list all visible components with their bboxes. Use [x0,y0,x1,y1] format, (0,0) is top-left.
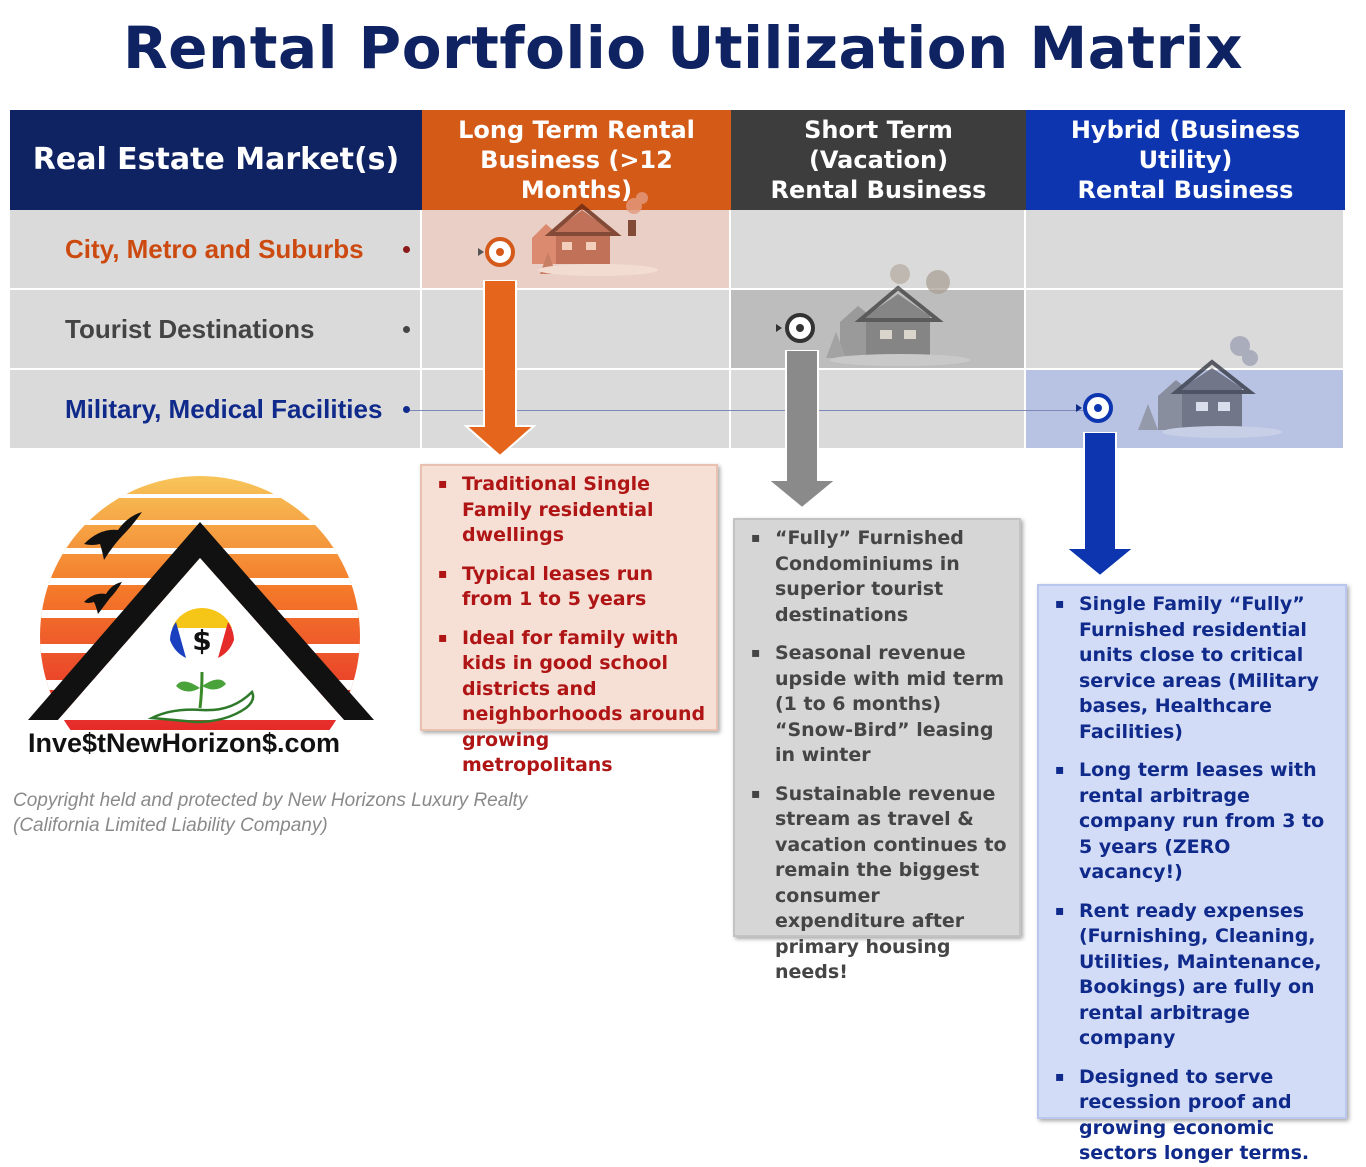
bullet-icon: ▪ [751,645,761,661]
bullet-icon: ▪ [438,476,448,492]
list-item: ▪Typical leases run from 1 to 5 years [438,562,654,611]
header-long-term-line2: Business (>12 Months) [480,146,673,204]
bullet-icon: ▪ [438,629,448,646]
house-icon-long-term [478,192,658,276]
copyright-line2: (California Limited Liability Company) [13,815,328,836]
list-item: ▪Seasonal revenue upside with mid term (… [751,642,1005,766]
list-item: ▪“Fully” Furnished Condominiums in super… [751,527,964,626]
bullet-icon: ▪ [1055,762,1065,778]
row-military-medical-label: Military, Medical Facilities [65,393,383,424]
house-icon-hybrid [1076,336,1282,438]
header-long-term-line1: Long Term Rental [458,116,695,144]
header-market-label: Real Estate Market(s) [32,142,400,177]
bullet-icon: ▪ [751,785,761,802]
header-long-term: Long Term Rental Business (>12 Months) [422,110,731,210]
connector-line [410,410,1085,411]
copyright-notice: Copyright held and protected by New Hori… [13,788,613,838]
logo-website-text: Inve$tNewHorizon$.com [28,728,341,758]
cell-city-short-term [731,210,1026,290]
row-tourist-label: Tourist Destinations [65,313,315,344]
list-item: ▪Designed to serve recession proof and g… [1055,1065,1310,1165]
row-dot [403,406,410,413]
row-city-metro: City, Metro and Suburbs [10,210,422,290]
header-market: Real Estate Market(s) [10,110,422,210]
row-dot [403,326,410,333]
bullet-icon: ▪ [1055,596,1065,612]
cell-tourist-hybrid [1026,290,1345,370]
list-item: ▪Ideal for family with kids in good scho… [438,626,706,777]
page-title: Rental Portfolio Utilization Matrix [122,14,1244,82]
bullet-icon: ▪ [1055,902,1065,919]
bullet-icon: ▪ [1055,1068,1065,1085]
row-military-medical: Military, Medical Facilities [10,370,422,450]
copyright-line1: Copyright held and protected by New Hori… [13,790,528,811]
bullet-icon: ▪ [438,565,448,582]
row-tourist: Tourist Destinations [10,290,422,370]
cell-tourist-long-term [422,290,731,370]
list-item: ▪Rent ready expenses (Furnishing, Cleani… [1055,899,1322,1050]
arrow-down-short-term [766,350,838,510]
row-dot [403,246,410,253]
list-item: ▪Single Family “Fully” Furnished residen… [1055,593,1319,743]
header-short-term: Short Term (Vacation) Rental Business [731,110,1026,210]
bullet-icon: ▪ [751,530,761,546]
house-sunset-logo-icon: $ [28,476,374,730]
short-term-details: ▪“Fully” Furnished Condominiums in super… [733,518,1021,983]
header-short-term-line1: Short Term (Vacation) [804,116,953,174]
header-short-term-line2: Rental Business [770,176,987,204]
logo-dollar-symbol: $ [192,624,211,657]
long-term-details: ▪Traditional Single Family residential d… [420,464,718,776]
list-item: ▪Traditional Single Family residential d… [438,473,654,546]
house-icon-short-term [776,264,970,366]
header-hybrid: Hybrid (Business Utility) Rental Busines… [1026,110,1345,210]
row-city-metro-label: City, Metro and Suburbs [65,233,364,264]
arrow-down-hybrid [1064,432,1136,578]
list-item: ▪Long term leases with rental arbitrage … [1055,759,1325,883]
list-item: ▪Sustainable revenue stream as travel & … [751,782,1007,984]
header-hybrid-line2: Rental Business [1077,176,1294,204]
arrow-down-long-term [464,280,536,458]
cell-city-hybrid [1026,210,1345,290]
hybrid-details: ▪Single Family “Fully” Furnished residen… [1037,584,1347,1164]
header-hybrid-line1: Hybrid (Business Utility) [1070,116,1301,174]
